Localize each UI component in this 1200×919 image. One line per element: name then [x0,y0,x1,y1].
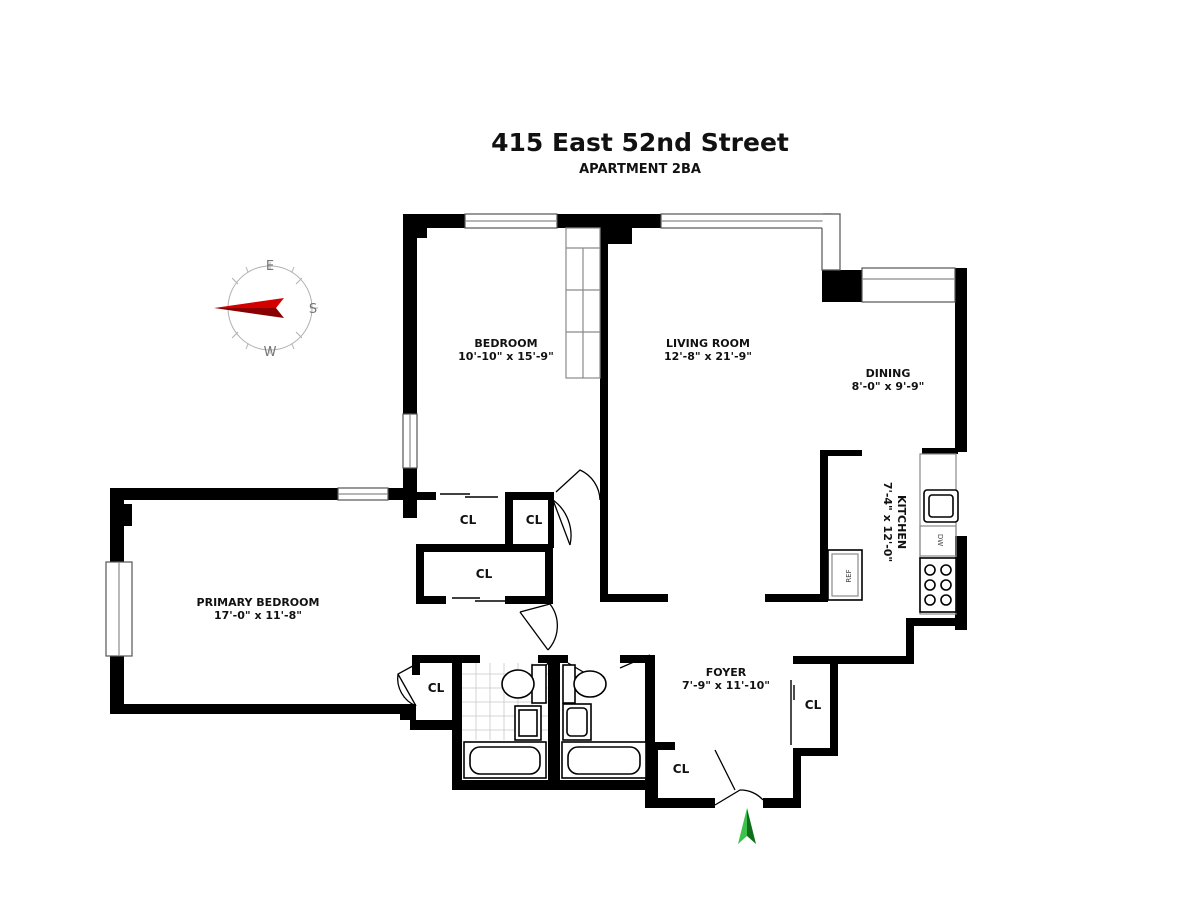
closet-label: CL [673,762,690,776]
closet-label: CL [805,698,822,712]
bathroom-left [462,663,548,779]
walls [110,214,967,808]
refrigerator [827,549,863,601]
closet-label: CL [526,513,543,527]
kitchen-name: KITCHEN [895,495,908,549]
primary-bedroom-name: PRIMARY BEDROOM [197,596,320,609]
closet-labels: CL CL CL CL CL CL [428,513,822,776]
bedroom-shelving [565,227,601,379]
doors [397,469,795,806]
compass-label-w: W [264,345,277,360]
living-room-name: LIVING ROOM [666,337,750,350]
kitchen-dims: 7'-4" x 12'-0" [881,482,894,562]
refrigerator-label: REF [845,569,853,582]
dining-name: DINING [866,367,911,380]
entry-arrow-icon [738,808,756,844]
foyer-name: FOYER [706,666,747,679]
bathroom-right [561,664,647,779]
room-labels: BEDROOM 10'-10" x 15'-9" LIVING ROOM 12'… [197,337,925,692]
address-title: 415 East 52nd Street [491,128,789,157]
closet-label: CL [428,681,445,695]
dining-dims: 8'-0" x 9'-9" [852,380,925,393]
compass-label-e: E [266,259,274,274]
apartment-subtitle: APARTMENT 2BA [579,162,701,177]
closet-label: CL [476,567,493,581]
compass-label-s: S [309,302,317,317]
bedroom-name: BEDROOM [474,337,537,350]
primary-bedroom-dims: 17'-0" x 11'-8" [214,609,302,622]
toilet-bowl-left [501,669,535,699]
compass-pointer-icon [214,298,284,308]
foyer-dims: 7'-9" x 11'-10" [682,679,770,692]
living-room-dims: 12'-8" x 21'-9" [664,350,752,363]
compass-rose: E S W [214,259,318,360]
closet-label: CL [460,513,477,527]
bedroom-dims: 10'-10" x 15'-9" [458,350,554,363]
windows [105,213,956,657]
toilet-bowl-right [573,670,607,698]
dishwasher [919,525,957,557]
kitchen-fixtures: DW REF [827,453,959,615]
dishwasher-label: DW [936,534,944,546]
